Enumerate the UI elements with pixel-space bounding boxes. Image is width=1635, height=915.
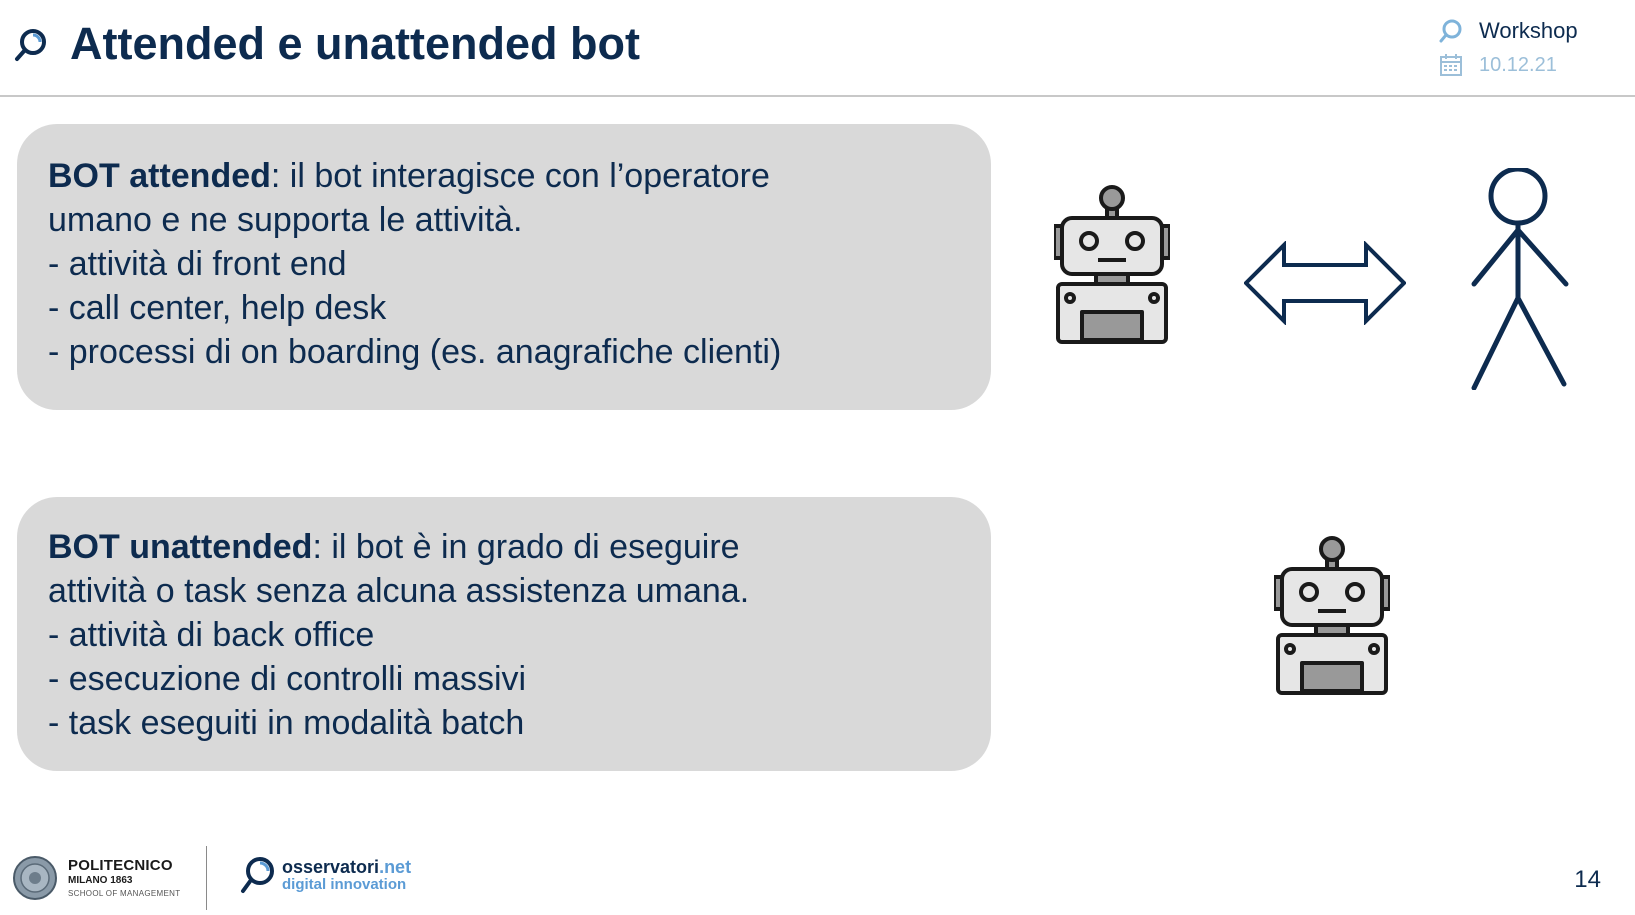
robot-icon xyxy=(1274,536,1390,695)
osservatori-name: osservatori.net xyxy=(282,858,411,876)
card-intro-line: BOT unattended: il bot è in grado di ese… xyxy=(48,525,961,569)
double-arrow-icon xyxy=(1244,241,1406,325)
politecnico-school: SCHOOL OF MANAGEMENT xyxy=(68,889,181,898)
card-line: attività o task senza alcuna assistenza … xyxy=(48,572,750,610)
header-divider xyxy=(0,95,1635,97)
osservatori-text: osservatori.net digital innovation xyxy=(282,858,411,892)
politecnico-city: MILANO 1863 xyxy=(68,875,133,886)
osservatori-brand: osservatori xyxy=(282,857,380,877)
card-line: - esecuzione di controlli massivi xyxy=(48,660,527,698)
politecnico-text: POLITECNICO MILANO 1863 SCHOOL OF MANAGE… xyxy=(68,858,180,898)
card-heading: BOT unattended xyxy=(48,528,313,566)
card-intro: : il bot è in grado di eseguire xyxy=(312,528,740,566)
card-intro-line: BOT attended: il bot interagisce con l’o… xyxy=(48,154,961,198)
footer-divider xyxy=(206,846,207,910)
magnifier-logo-icon xyxy=(241,857,274,893)
card-attended: BOT attended: il bot interagisce con l’o… xyxy=(17,124,991,410)
card-line: - attività di front end xyxy=(48,245,347,283)
card-line: umano e ne supporta le attività. xyxy=(48,201,523,239)
magnifier-logo-icon xyxy=(1439,19,1462,43)
card-line: - processi di on boarding (es. anagrafic… xyxy=(48,333,782,371)
card-intro: : il bot interagisce con l’operatore xyxy=(270,157,770,195)
seal-icon xyxy=(13,856,57,900)
meta-label: Workshop xyxy=(1479,18,1578,43)
card-heading: BOT attended xyxy=(48,157,271,195)
card-line: - call center, help desk xyxy=(48,289,387,327)
page-number: 14 xyxy=(1574,866,1601,893)
card-unattended: BOT unattended: il bot è in grado di ese… xyxy=(17,497,991,771)
meta-date: 10.12.21 xyxy=(1479,53,1557,76)
magnifier-logo-icon xyxy=(15,29,46,61)
card-line: - task eseguiti in modalità batch xyxy=(48,704,525,742)
politecnico-logo: POLITECNICO MILANO 1863 SCHOOL OF MANAGE… xyxy=(12,855,180,901)
card-line: - attività di back office xyxy=(48,616,375,654)
meta-workshop: Workshop xyxy=(1439,14,1609,48)
header-meta: Workshop 10.12.21 xyxy=(1439,14,1609,82)
robot-icon xyxy=(1054,185,1170,344)
stick-figure-icon xyxy=(1471,168,1569,390)
politecnico-name: POLITECNICO xyxy=(68,857,173,874)
osservatori-net: .net xyxy=(379,857,412,877)
osservatori-tagline: digital innovation xyxy=(282,876,407,893)
osservatori-logo: osservatori.net digital innovation xyxy=(240,855,411,895)
page-title: Attended e unattended bot xyxy=(70,18,640,69)
meta-date-row: 10.12.21 xyxy=(1439,48,1609,82)
calendar-icon xyxy=(1440,54,1462,76)
